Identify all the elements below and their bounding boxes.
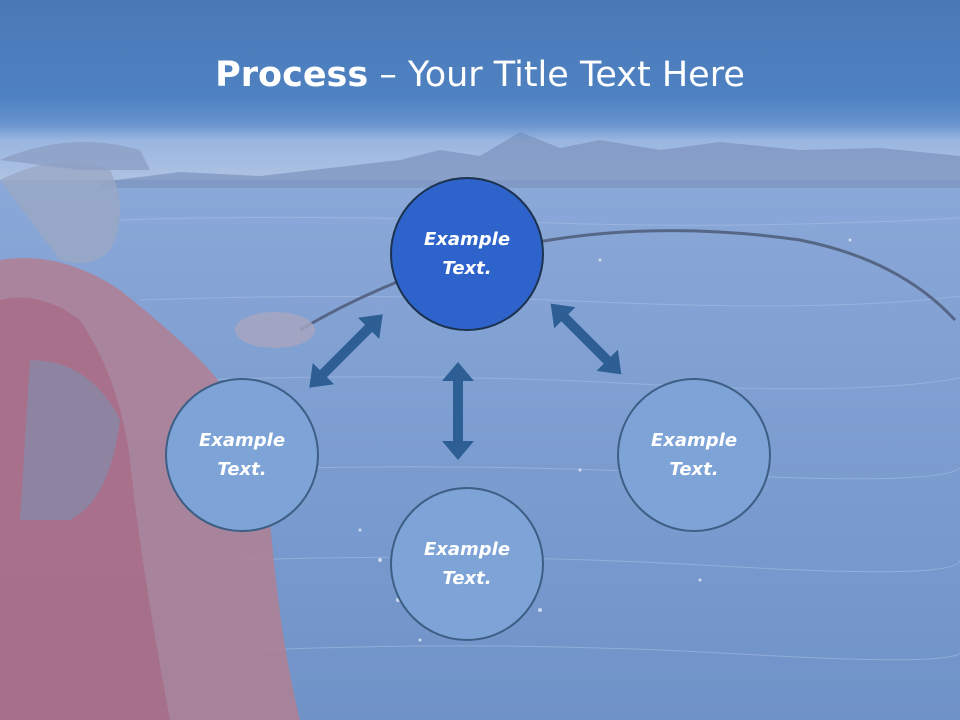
- node-bottom: Example Text.: [390, 487, 544, 641]
- arrow-top-left: [309, 314, 383, 388]
- arrow-top-right: [550, 303, 622, 375]
- node-left: Example Text.: [165, 378, 319, 532]
- node-right-label: Example Text.: [650, 430, 738, 480]
- node-right: Example Text.: [617, 378, 771, 532]
- node-top-label: Example Text.: [423, 229, 511, 279]
- header-band: [0, 0, 960, 140]
- node-top: Example Text.: [390, 177, 544, 331]
- title-rest: – Your Title Text Here: [368, 55, 745, 95]
- arrow-top-bottom: [442, 362, 474, 460]
- slide-title: Process – Your Title Text Here: [0, 52, 960, 98]
- title-bold: Process: [215, 55, 369, 95]
- node-left-label: Example Text.: [198, 430, 286, 480]
- node-bottom-label: Example Text.: [423, 539, 511, 589]
